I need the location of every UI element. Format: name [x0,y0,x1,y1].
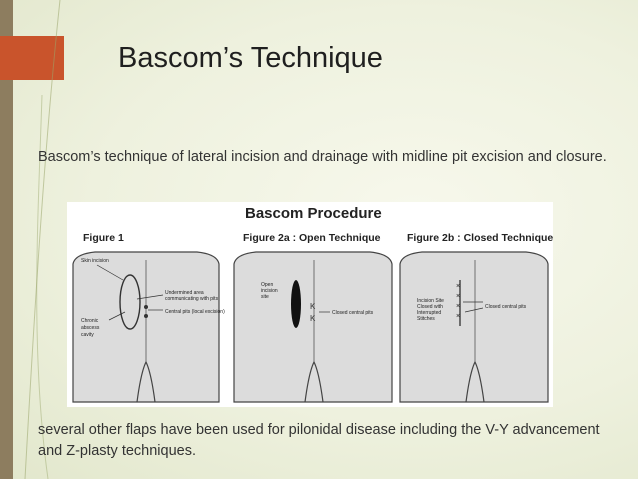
label-incision-site-1: Incision Site [417,298,444,304]
bascom-figure: Bascom Procedure Figure 1 Figure 2a : Op… [67,202,553,407]
svg-text:×: × [456,293,460,300]
label-undermined-1: Undermined area [165,290,204,296]
panel-title-2: Figure 2a : Open Technique [243,232,381,244]
svg-text:×: × [456,313,460,320]
label-open-2: incision [261,288,278,294]
figure-2a-diagram: K K [233,251,393,403]
label-cavity: cavity [81,332,94,338]
label-incision-site-2: Closed with [417,304,443,310]
label-skin-incision: Skin incision [81,258,109,264]
svg-text:K: K [310,302,316,311]
figure-heading: Bascom Procedure [245,205,382,222]
footer-text: several other flaps have been used for p… [38,422,600,459]
label-closed-pits-2a: Closed central pits [332,310,374,316]
label-central-pits-local: Central pits (local excision) [165,309,225,315]
svg-text:K: K [310,314,316,323]
svg-text:×: × [456,303,460,310]
label-incision-site-4: Stitches [417,316,435,322]
slide-title: Bascom’s Technique [118,42,383,74]
label-undermined-2: communicating with pits [165,296,219,302]
left-accent-bar [0,0,13,479]
label-chronic: Chronic [81,318,99,324]
label-open-1: Open [261,282,273,288]
panel-title-1: Figure 1 [83,232,124,244]
label-incision-site-3: Interrupted [417,310,441,316]
label-closed-pits-2b: Closed central pits [485,304,527,310]
title-accent-block [0,36,64,80]
svg-text:×: × [456,283,460,290]
label-open-3: site [261,294,269,300]
figure-1-diagram [72,251,220,403]
panel-title-3: Figure 2b : Closed Technique [407,232,553,244]
intro-text: Bascom’s technique of lateral incision a… [38,149,607,165]
figure-2b-diagram: × × × × [399,251,549,403]
label-abscess: abscess [81,325,100,331]
